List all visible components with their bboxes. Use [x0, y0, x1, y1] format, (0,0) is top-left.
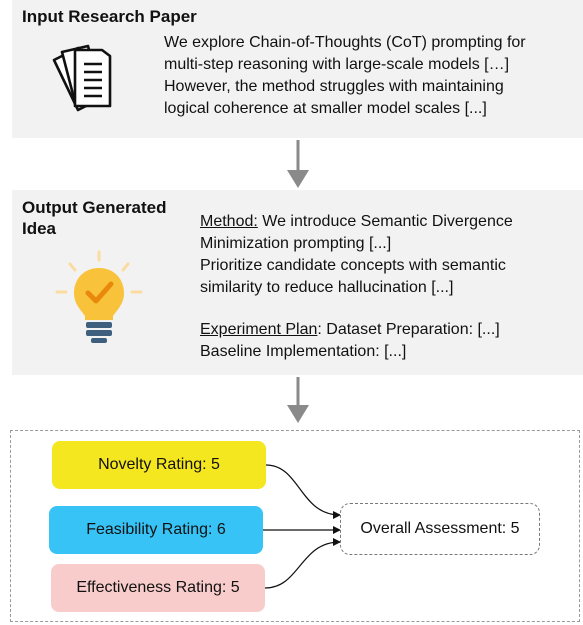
- input-section-title: Input Research Paper: [22, 7, 197, 26]
- down-arrow-2: [287, 377, 309, 423]
- method-line: Prioritize candidate concepts with seman…: [200, 257, 506, 274]
- rating-connectors: [263, 464, 341, 589]
- output-section-title: Output Generated Idea: [22, 198, 167, 238]
- effectiveness-rating-label: Effectiveness Rating: 5: [76, 579, 240, 596]
- feasibility-rating-box: Feasibility Rating: 6: [49, 506, 263, 554]
- document-stack-icon: [52, 44, 112, 112]
- effectiveness-rating-box: Effectiveness Rating: 5: [51, 564, 265, 612]
- method-description: Method: We introduce Semantic Divergence…: [200, 211, 580, 299]
- method-line: similarity to reduce hallucination [...]: [200, 279, 454, 296]
- down-arrow-1: [287, 140, 309, 188]
- method-label: Method:: [200, 213, 258, 230]
- assessment-frame: [10, 430, 580, 622]
- feasibility-rating-label: Feasibility Rating: 6: [86, 521, 226, 538]
- input-line: We explore Chain-of-Thoughts (CoT) promp…: [164, 34, 526, 51]
- experiment-label: Experiment Plan: [200, 321, 318, 338]
- experiment-line: Baseline Implementation: [...]: [200, 343, 407, 360]
- input-line: multi-step reasoning with large-scale mo…: [164, 56, 510, 73]
- overall-assessment-label: Overall Assessment: 5: [360, 520, 520, 537]
- input-line: However, the method struggles with maint…: [164, 78, 504, 95]
- overall-assessment-box: Overall Assessment: 5: [340, 503, 540, 555]
- method-line: We introduce Semantic Divergence: [257, 213, 513, 230]
- novelty-rating-box: Novelty Rating: 5: [52, 441, 266, 489]
- input-paper-text: We explore Chain-of-Thoughts (CoT) promp…: [164, 32, 579, 120]
- method-line: Minimization prompting [...]: [200, 235, 392, 252]
- experiment-plan: Experiment Plan: Dataset Preparation: [.…: [200, 319, 580, 363]
- experiment-line: : Dataset Preparation: [...]: [317, 321, 500, 338]
- novelty-rating-label: Novelty Rating: 5: [98, 456, 220, 473]
- input-line: logical coherence at smaller model scale…: [164, 100, 487, 117]
- lightbulb-check-icon: [55, 250, 143, 343]
